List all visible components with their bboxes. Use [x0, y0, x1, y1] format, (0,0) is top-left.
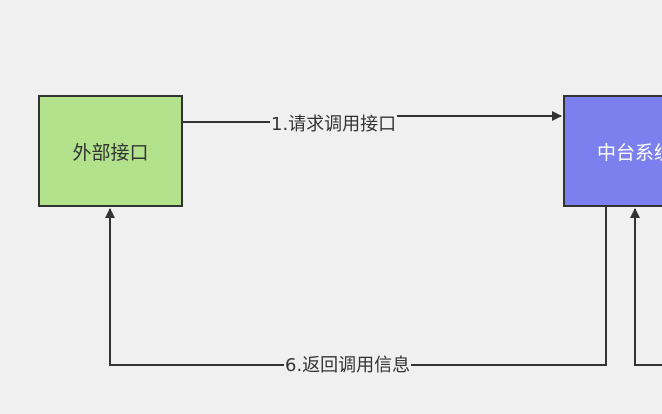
external-interface-node[interactable]: 外部接口 [38, 95, 183, 207]
incoming-arrow-partial [630, 208, 662, 366]
external-interface-label: 外部接口 [72, 141, 149, 164]
request-edge-label: 1.请求调用接口 [270, 114, 398, 136]
return-edge-label: 6.返回调用信息 [284, 355, 412, 377]
return-arrow [105, 207, 607, 366]
middle-platform-label: 中台系统 [597, 141, 662, 164]
middle-platform-node[interactable]: 中台系统 [563, 95, 662, 207]
